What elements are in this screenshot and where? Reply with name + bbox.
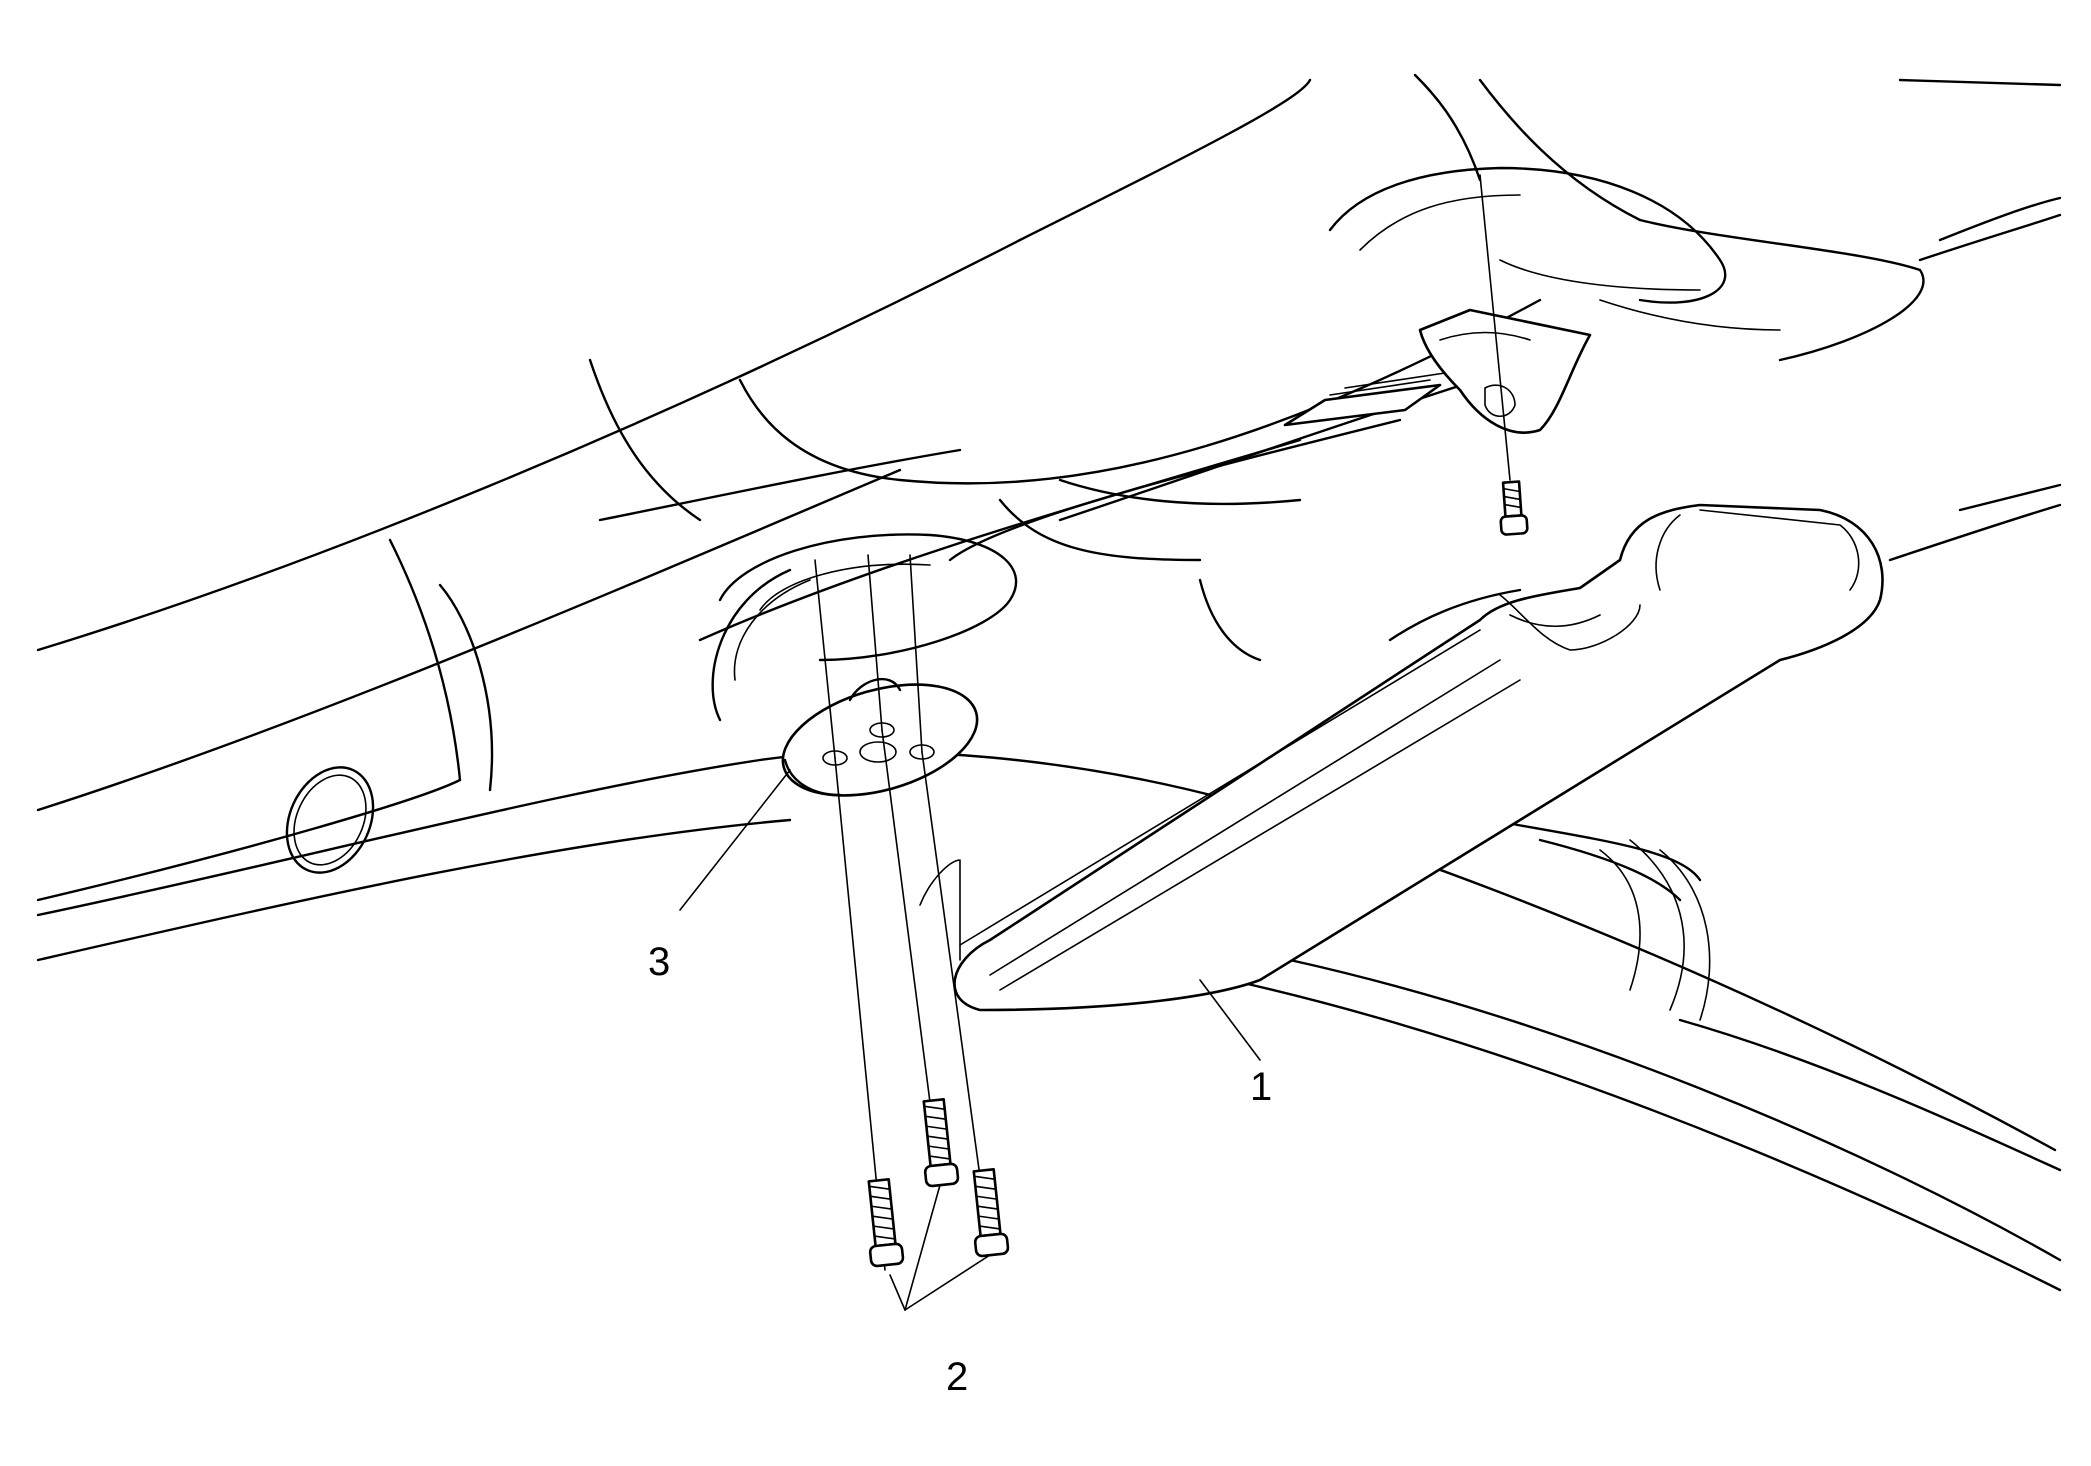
overhead-mount-pad [718,533,1018,681]
screw-upper [1499,480,1529,536]
screw-left [867,1177,905,1268]
visor-mount-bracket [781,678,979,797]
sun-visor [919,503,1884,1012]
callout-label-1: 1 [1250,1065,1272,1109]
screw-right [972,1167,1010,1258]
callout-label-3: 3 [648,940,670,984]
screw-middle [922,1097,960,1188]
callout-label-2: 2 [946,1355,968,1399]
callout-leaders [679,769,1261,1311]
headliner-outline [36,73,2062,1292]
